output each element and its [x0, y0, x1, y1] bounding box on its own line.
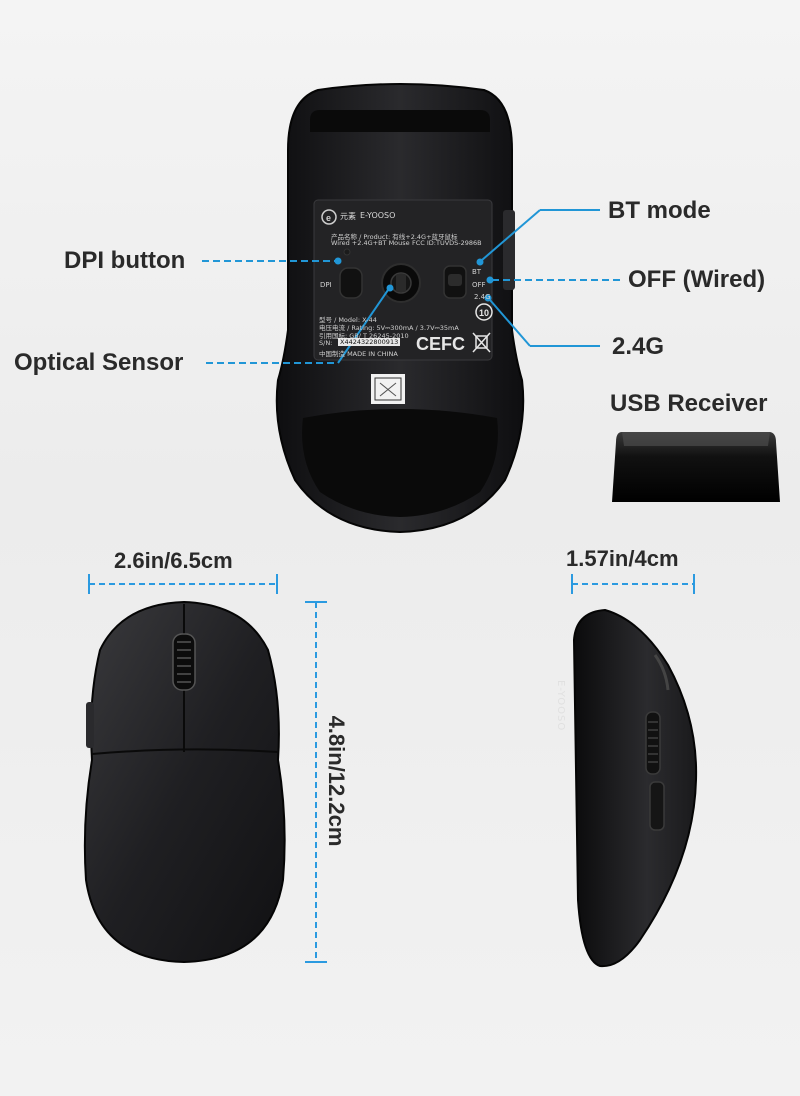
side-scroll-edge [503, 210, 515, 290]
front-skate [310, 110, 490, 132]
brand-logo-icon [321, 209, 337, 225]
label-sn: S/N: [319, 339, 333, 347]
side-wheel [645, 711, 661, 775]
callout-lines [202, 209, 620, 364]
mouse-side-view [572, 608, 698, 968]
label-wired: Wired +2.4G+BT Mouse [331, 239, 410, 247]
usb-receiver-image [612, 432, 780, 502]
fcc-mark-icon: FC [441, 334, 465, 354]
callout-dpi-button: DPI button [64, 247, 186, 274]
ce-mark-icon: CE [416, 334, 441, 354]
side-brand-text: E-YOOSO [555, 680, 566, 732]
side-button [649, 781, 665, 831]
callout-off-wired: OFF (Wired) [628, 266, 766, 293]
label-made-in: 中国制造 MADE IN CHINA [319, 350, 398, 358]
side-buttons [86, 702, 94, 748]
callout-bt-mode: BT mode [608, 197, 711, 224]
label-sn-value: X4424322800913 [338, 338, 401, 346]
switch-label-24g: 2.4G [474, 293, 491, 301]
switch-label-off: OFF [472, 281, 486, 289]
recycle-10-icon [475, 303, 493, 321]
rear-skate [302, 409, 498, 517]
mouse-top-view [83, 600, 286, 964]
label-model: 型号 / Model: X-44 [319, 316, 377, 324]
switch-label-bt: BT [472, 268, 482, 276]
switch-label-dpi: DPI [320, 281, 332, 289]
label-rating: 电压电流 / Rating: 5V⎓300mA / 3.7V⎓35mA [319, 324, 459, 332]
mouse-bottom-view: e CE FC 10 [275, 83, 525, 534]
label-fcc: FCC ID:TUVDS-2986B [412, 239, 482, 247]
dimension-width: 2.6in/6.5cm [114, 548, 233, 573]
brand-cn: 元素 [340, 212, 356, 221]
label-product: 产品名称 / Product: 有线+2.4G+蓝牙鼠标 [331, 233, 458, 241]
scroll-wheel [172, 633, 196, 691]
label-standard: 引用国标: GB/ T 26245-2010 [319, 332, 409, 340]
callout-usb-receiver: USB Receiver [610, 390, 768, 417]
dimension-lines [88, 574, 695, 963]
dpi-hardware-button [339, 267, 363, 299]
dimension-length: 4.8in/12.2cm [324, 715, 349, 847]
dimension-height: 1.57in/4cm [566, 546, 679, 571]
brand-name: E-YOOSO [360, 211, 396, 220]
svg-text:10: 10 [479, 308, 489, 318]
callout-optical-sensor: Optical Sensor [14, 349, 184, 376]
callout-24g: 2.4G [612, 333, 665, 360]
svg-text:e: e [326, 213, 331, 223]
weee-bin-icon [472, 332, 491, 353]
